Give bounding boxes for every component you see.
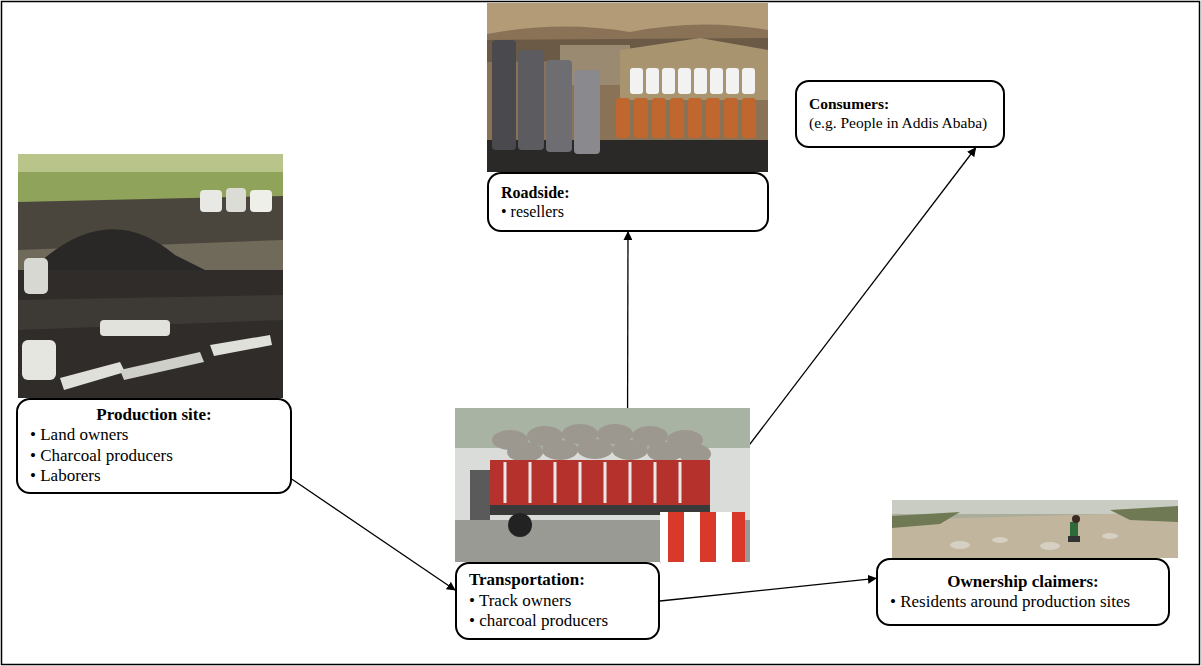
roadside-box: Roadside:• resellers [487, 172, 769, 232]
road-photo [892, 500, 1178, 558]
truck-photo [455, 408, 750, 562]
node-item: (e.g. People in Addis Ababa) [809, 114, 991, 133]
production-box: Production site:• Land owners• Charcoal … [16, 398, 292, 494]
node-heading: Ownership claimers: [890, 572, 1156, 592]
node-item: • charcoal producers [469, 611, 646, 631]
production-photo [18, 154, 283, 398]
consumer-box: Consumers:(e.g. People in Addis Ababa) [795, 80, 1005, 148]
node-item: • Track owners [469, 591, 646, 611]
node-item: • Land owners [30, 425, 278, 445]
claimer-box: Ownership claimers:• Residents around pr… [876, 558, 1170, 626]
node-item: • resellers [501, 202, 755, 221]
node-heading: Consumers: [809, 95, 991, 114]
roadside-photo [487, 3, 768, 172]
node-heading: Transportation: [469, 570, 646, 590]
node-heading: Production site: [30, 405, 278, 425]
flow-arrow [292, 479, 455, 590]
transport-box: Transportation:• Track owners• charcoal … [455, 562, 660, 640]
node-heading: Roadside: [501, 183, 755, 202]
node-item: • Charcoal producers [30, 446, 278, 466]
flow-arrow [660, 578, 876, 601]
node-item: • Residents around production sites [890, 592, 1156, 612]
node-item: • Laborers [30, 466, 278, 486]
